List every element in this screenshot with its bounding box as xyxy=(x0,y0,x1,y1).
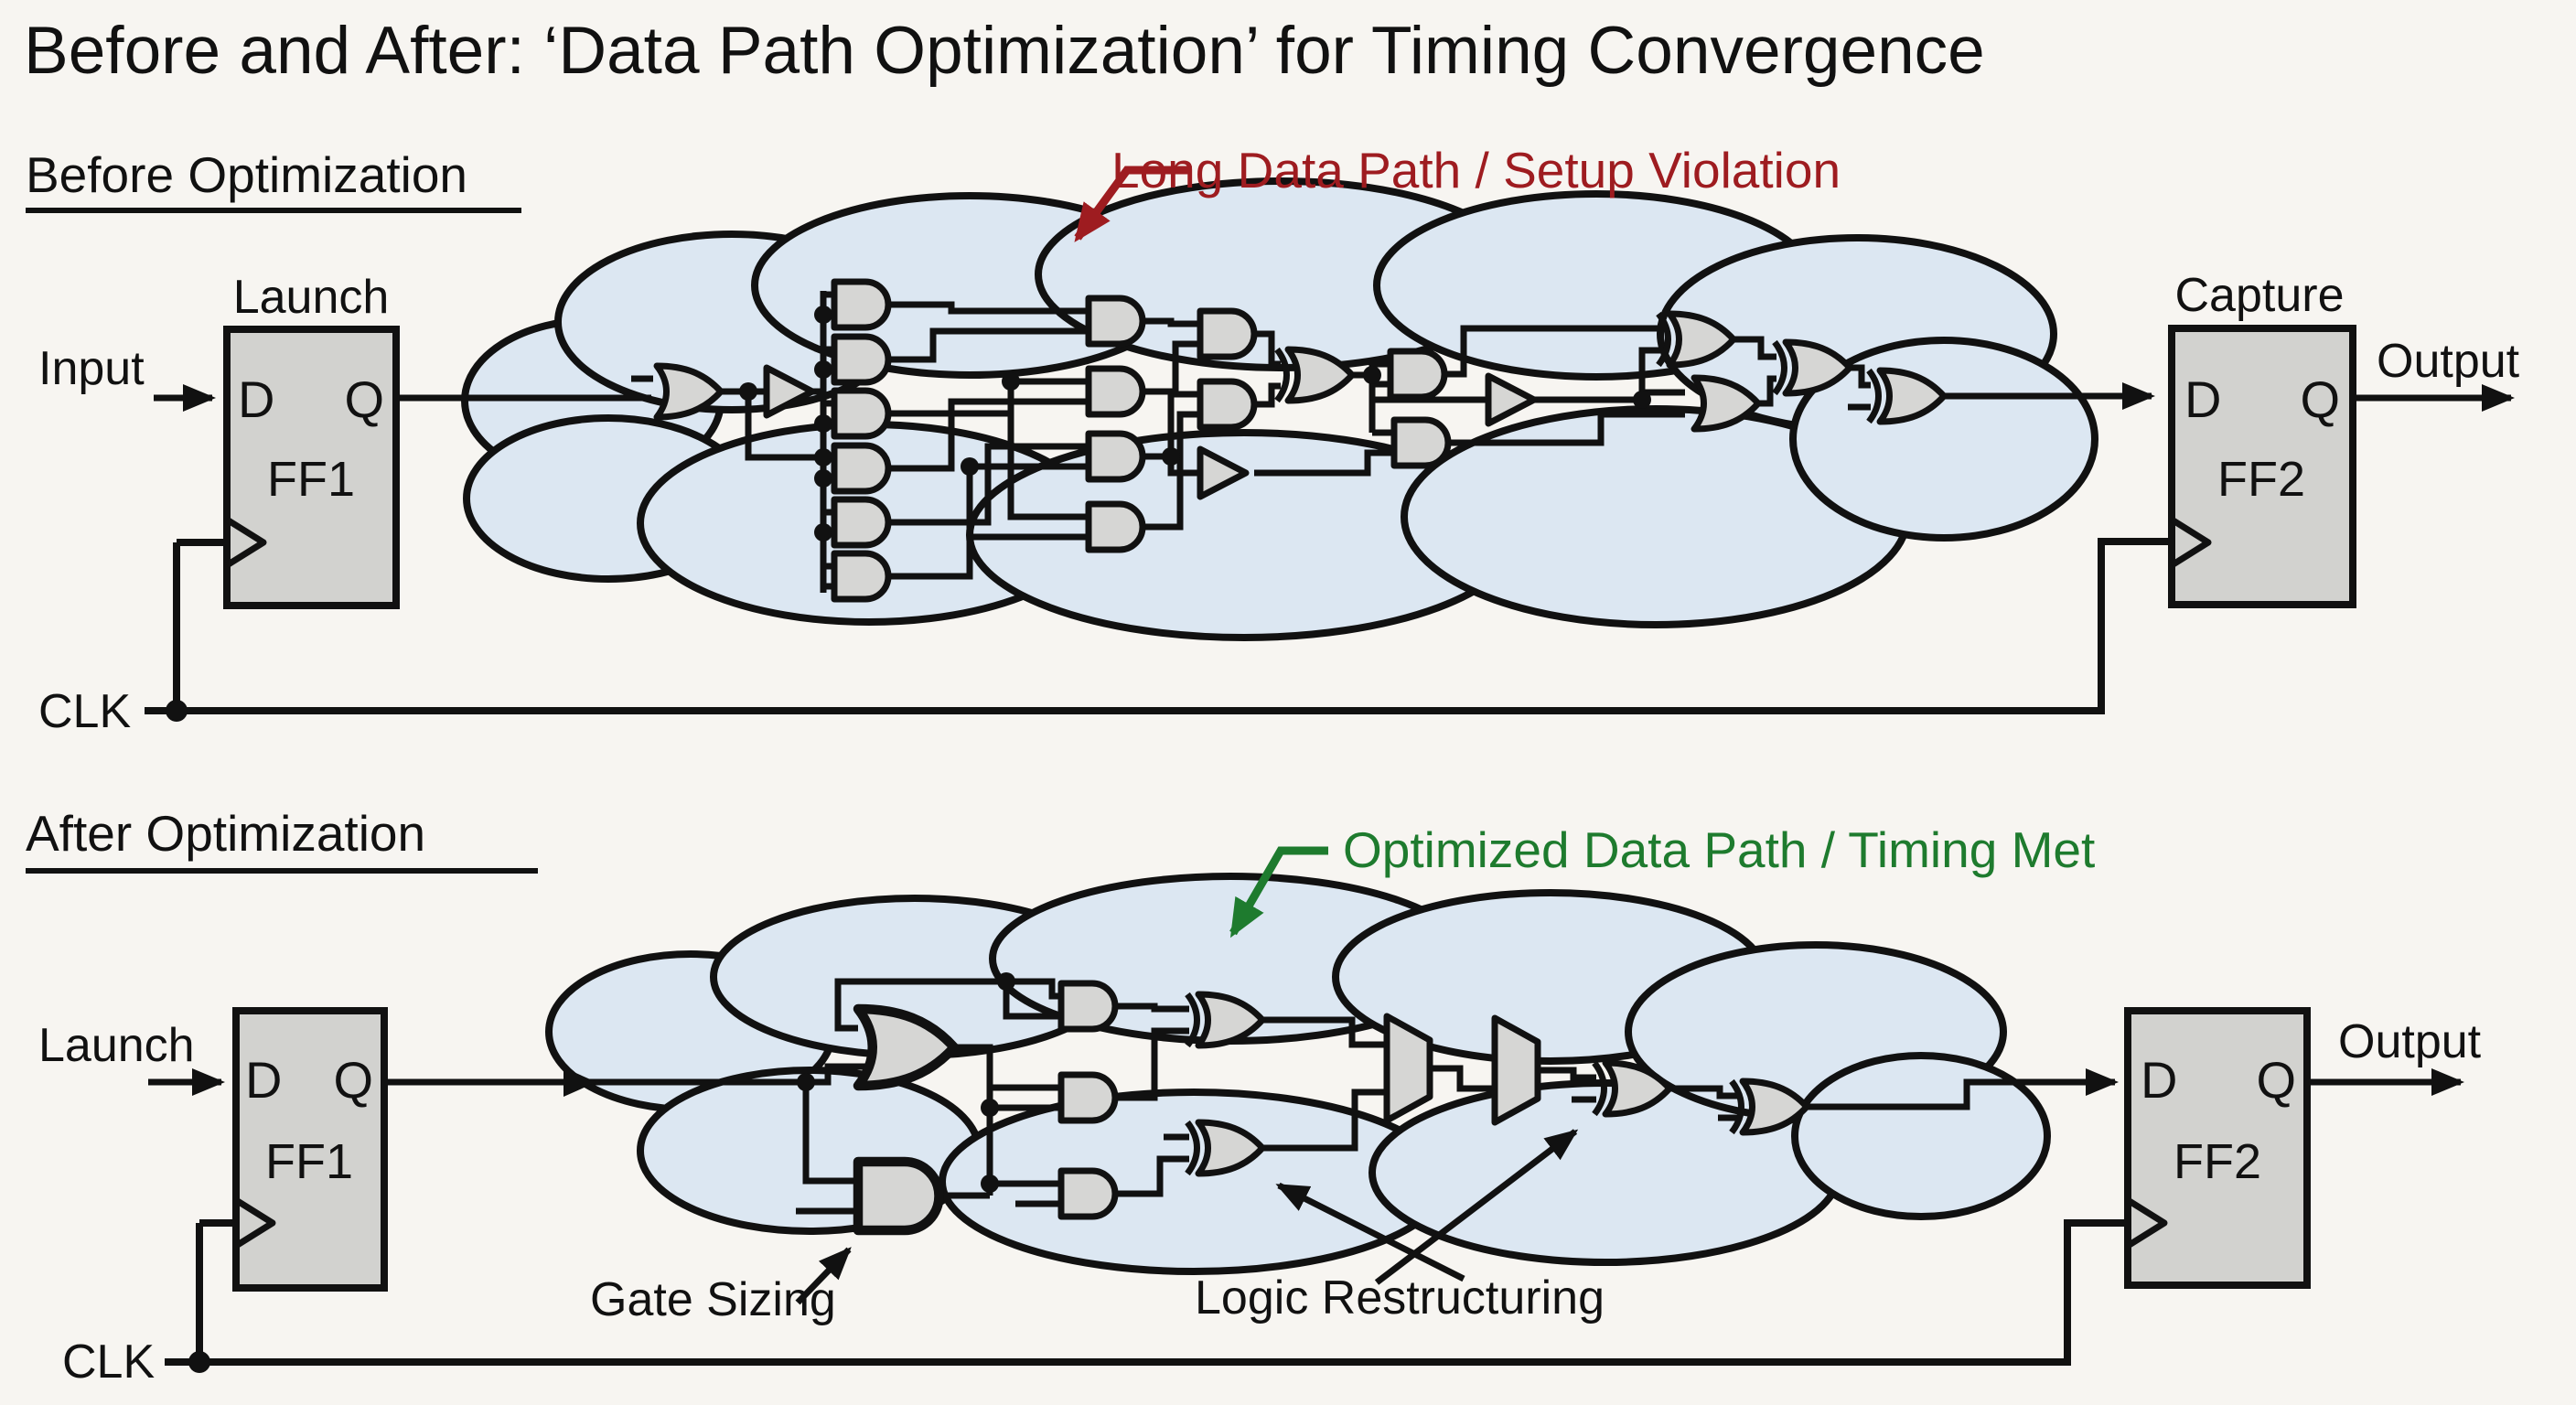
and-gate-icon xyxy=(834,282,888,327)
and-gate-icon xyxy=(1200,311,1254,357)
junction-dots-before xyxy=(166,306,1651,722)
ff1-d-pin: D xyxy=(245,1051,282,1109)
gate-sizing-arrow xyxy=(795,1247,852,1305)
clk-net-after xyxy=(165,1219,2128,1366)
ff2-name: FF2 xyxy=(2174,1134,2261,1189)
gate-sizing-label: Gate Sizing xyxy=(590,1273,836,1326)
sized-and-gate-icon xyxy=(858,1162,939,1230)
flipflop-ff1-after: D Q FF1 xyxy=(232,1007,388,1292)
ff2-q-pin: Q xyxy=(2300,370,2340,428)
ff2-role-label: Capture xyxy=(2175,269,2345,322)
ff2-q-pin: Q xyxy=(2256,1051,2296,1109)
before-heading: Before Optimization xyxy=(26,146,467,203)
flipflop-ff2-after: D Q FF2 xyxy=(2124,1007,2311,1289)
and-gate-icon xyxy=(1089,434,1143,479)
wires-before xyxy=(396,291,1871,593)
launch-label: Launch xyxy=(38,1019,195,1072)
and-gate-icon xyxy=(1089,369,1143,414)
output-label: Output xyxy=(2338,1015,2482,1068)
setup-violation-label: Long Data Path / Setup Violation xyxy=(1111,142,1841,198)
flipflop-ff1-before: Launch D Q FF1 xyxy=(223,271,400,609)
clk-label-before: CLK xyxy=(38,685,131,738)
after-heading: After Optimization xyxy=(26,805,425,862)
logic-cloud-after-icon xyxy=(545,873,2051,1275)
and-gate-icon xyxy=(1089,298,1143,344)
logic-restructuring-arrow-right xyxy=(1374,1129,1579,1285)
ff1-q-pin: Q xyxy=(344,370,384,428)
clk-net-before xyxy=(145,538,2172,714)
and-gate-icon xyxy=(1089,504,1143,550)
ff1-name: FF1 xyxy=(265,1134,353,1189)
and-gate-icon xyxy=(1390,351,1444,397)
and-gate-icon xyxy=(834,445,888,491)
ff1-name: FF1 xyxy=(267,452,355,507)
clk-label-after: CLK xyxy=(62,1335,155,1389)
flipflop-ff2-before: Capture D Q FF2 xyxy=(2168,269,2356,608)
buffer-gate-icon xyxy=(1488,376,1534,424)
and-gate-icon xyxy=(1061,983,1115,1029)
logic-restructuring-arrow-left xyxy=(1275,1182,1465,1282)
and-gate-icon xyxy=(1061,1171,1115,1217)
cloud-entry-arrowhead xyxy=(564,1067,596,1097)
ff2-name: FF2 xyxy=(2217,452,2305,507)
and-gate-icon xyxy=(834,337,888,382)
timing-met-arrow xyxy=(1229,846,1328,938)
and-gate-icon xyxy=(1394,420,1448,466)
logic-restructuring-label: Logic Restructuring xyxy=(1195,1271,1605,1325)
ff2-d-pin: D xyxy=(2184,370,2221,428)
ff1-role-label: Launch xyxy=(233,271,390,324)
ff1-d-pin: D xyxy=(238,370,274,428)
input-label: Input xyxy=(38,342,145,395)
before-section: Before Optimization Long Data Path / Set… xyxy=(26,142,2520,738)
and-gate-icon xyxy=(834,553,888,599)
ff2-d-pin: D xyxy=(2141,1051,2177,1109)
and-gate-icon xyxy=(834,499,888,545)
after-section: After Optimization Optimized Data Path /… xyxy=(26,805,2482,1389)
and-gate-icon xyxy=(834,391,888,436)
ff1-q-pin: Q xyxy=(333,1051,373,1109)
and-gate-icon xyxy=(1061,1075,1115,1121)
setup-violation-arrow xyxy=(1074,166,1192,242)
timing-met-label: Optimized Data Path / Timing Met xyxy=(1343,821,2095,878)
page-title: Before and After: ‘Data Path Optimizatio… xyxy=(24,14,1985,88)
junction-dots-after xyxy=(188,972,1015,1373)
and-gate-icon xyxy=(1200,381,1254,427)
output-label: Output xyxy=(2377,335,2520,388)
